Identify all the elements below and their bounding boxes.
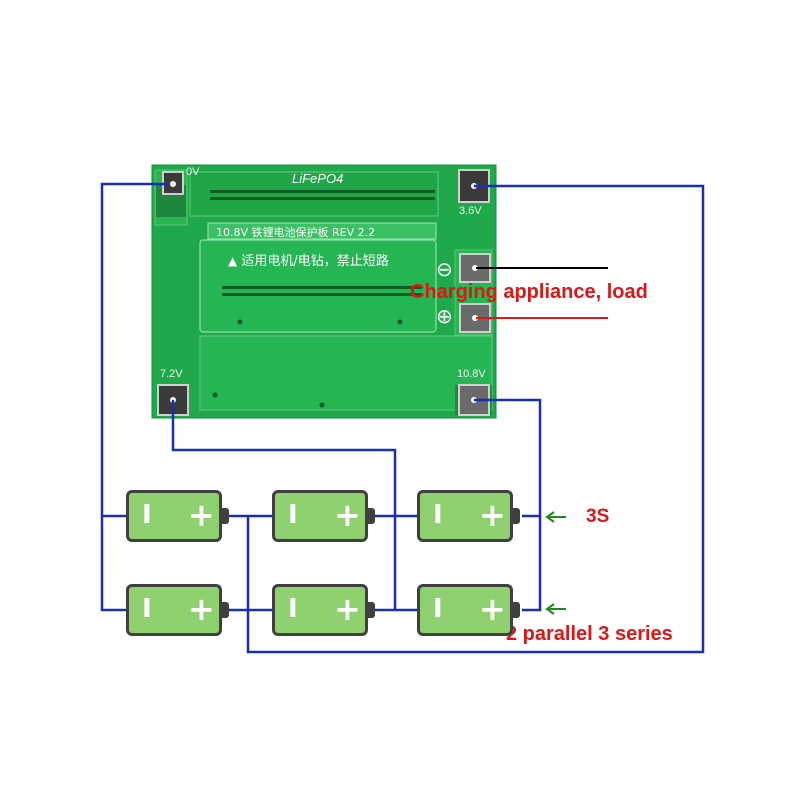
negative-terminal-icon: I [288, 594, 298, 624]
negative-terminal-icon: I [288, 500, 298, 530]
config-label: 2 parallel 3 series [506, 623, 673, 645]
minus-terminal-icon: ⊖ [436, 257, 453, 281]
positive-terminal-icon: + [188, 590, 215, 628]
board-title: LiFePO4 [292, 171, 344, 186]
negative-terminal-icon: I [433, 594, 443, 624]
warning-text: 适用电机/电钻，禁止短路 [241, 254, 389, 269]
warning-icon: ▲ [228, 254, 238, 268]
bms-board [151, 164, 497, 419]
positive-terminal-icon: + [479, 590, 506, 628]
load-label: Charging appliance, load [410, 281, 648, 303]
series-arrow [545, 511, 566, 523]
battery-cell: I + [417, 584, 521, 636]
via-row-top [210, 190, 435, 200]
config-arrow [545, 603, 566, 615]
battery-cell: I + [272, 584, 376, 636]
via-row-middle [222, 286, 422, 296]
terminal-7.2v-label: 7.2V [160, 368, 183, 380]
battery-cell: I + [417, 490, 521, 542]
negative-terminal-icon: I [433, 500, 443, 530]
board-warning: ▲ 适用电机/电钻，禁止短路 [228, 250, 389, 269]
positive-terminal-icon: + [188, 496, 215, 534]
battery-cell: I + [126, 490, 230, 542]
series-label: 3S [586, 506, 610, 527]
terminal-10.8v-label: 10.8V [457, 368, 486, 380]
positive-terminal-icon: + [479, 496, 506, 534]
terminal-3.6v-label: 3.6V [459, 205, 482, 217]
plus-terminal-icon: ⊕ [436, 304, 453, 328]
wires [100, 182, 705, 654]
board-revision: 10.8V 铁锂电池保护板 REV 2.2 [216, 226, 376, 239]
positive-terminal-icon: + [334, 496, 361, 534]
negative-terminal-icon: I [142, 594, 152, 624]
battery-cell: I + [126, 584, 230, 636]
positive-terminal-icon: + [334, 590, 361, 628]
terminal-0v-label: 0V [186, 166, 200, 178]
negative-terminal-icon: I [142, 500, 152, 530]
battery-cell: I + [272, 490, 376, 542]
